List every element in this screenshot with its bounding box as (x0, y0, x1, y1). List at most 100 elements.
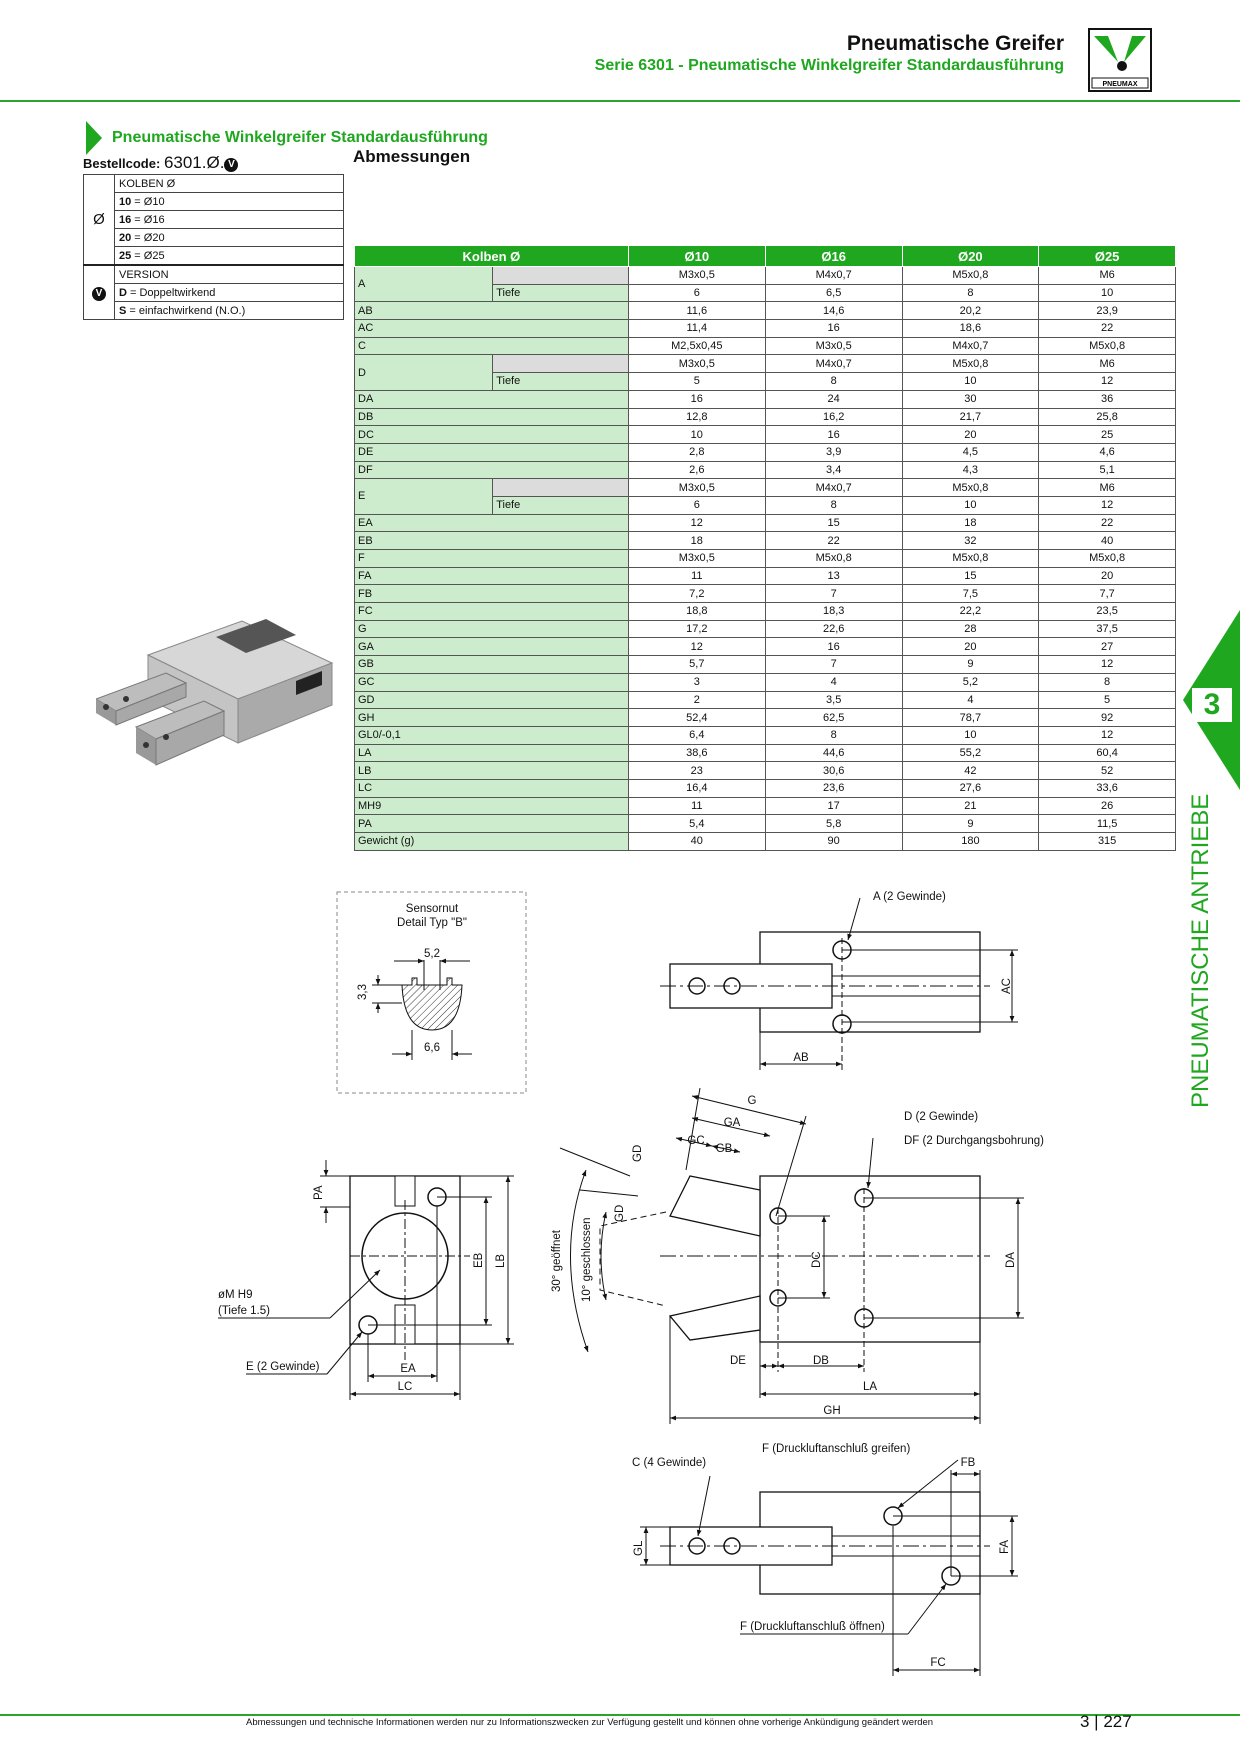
sub-label-tiefe: Tiefe (492, 495, 629, 515)
row-label: LC (354, 778, 629, 798)
row-label: GA (354, 637, 629, 657)
order-code-table: Ø KOLBEN Ø 10 = Ø10 16 = Ø16 20 = Ø20 25… (83, 174, 344, 320)
row-label: EB (354, 531, 629, 550)
dim-gd-1: GD (632, 1145, 644, 1162)
abmessungen-title: Abmessungen (353, 147, 471, 166)
sub-label-empty (492, 478, 629, 497)
dim-gl: GL (633, 1540, 645, 1556)
option-row: 20 = Ø20 (114, 228, 344, 247)
sensor-title-2: Detail Typ "B" (397, 917, 467, 929)
table-cell: 17,2 (627, 619, 766, 639)
upper-jaw (669, 1175, 761, 1237)
label-30-deg: 30° geöffnet (551, 1229, 563, 1292)
label-df-bohrung: DF (2 Durchgangsbohrung) (904, 1135, 1044, 1147)
option-row: 16 = Ø16 (114, 210, 344, 229)
dim-pa: PA (313, 1185, 325, 1200)
label-d-gewinde: D (2 Gewinde) (904, 1111, 978, 1123)
dim-gh: GH (823, 1405, 840, 1417)
sub-label-tiefe: Tiefe (492, 372, 629, 391)
dim-lc: LC (398, 1381, 413, 1393)
dim-ea: EA (400, 1363, 416, 1375)
row-label: E (353, 478, 494, 515)
table-cell: 22,2 (901, 602, 1040, 621)
row-label: GL0/-0,1 (354, 725, 629, 745)
table-cell: 12,8 (627, 407, 766, 427)
dim-eb: EB (473, 1252, 485, 1268)
row-label: MH9 (354, 796, 629, 816)
table-cell: 38,6 (627, 743, 766, 763)
table-cell: M3x0,5 (627, 478, 766, 497)
page-number: 3 | 227 (1080, 1712, 1132, 1731)
sensor-detail-box (336, 891, 527, 1094)
version-badge-icon: V (92, 287, 106, 301)
dim-ga: GA (724, 1117, 741, 1129)
order-code-label: Bestellcode: (83, 156, 161, 171)
side-view-body (759, 1175, 981, 1343)
label-10-deg: 10° geschlossen (581, 1217, 593, 1302)
dim-fc: FC (930, 1657, 945, 1669)
option-row: S = einfachwirkend (N.O.) (114, 301, 344, 320)
table-cell: 22 (1038, 319, 1176, 338)
sensor-title-1: Sensornut (406, 903, 459, 915)
col-header: Kolben Ø (354, 245, 629, 267)
dim-gc: GC (687, 1135, 704, 1147)
sub-label-empty (492, 266, 629, 285)
col-header: Ø20 (901, 245, 1040, 267)
row-label: Gewicht (g) (354, 832, 629, 851)
dim-gd-2: GD (614, 1205, 626, 1222)
table-cell: M6 (1038, 354, 1176, 374)
dim-6-6: 6,6 (424, 1042, 440, 1054)
dim-db: DB (813, 1355, 829, 1367)
option-row: D = Doppeltwirkend (114, 283, 344, 302)
dim-dc: DC (811, 1251, 823, 1268)
col-header: Ø16 (764, 245, 903, 267)
version-badge-icon: V (224, 158, 239, 172)
table-cell: 40 (627, 832, 766, 851)
sensor-slot-profile (401, 977, 463, 1031)
row-label: DF (354, 460, 629, 480)
table-cell: 18 (901, 513, 1040, 533)
header-rule (0, 100, 1240, 102)
table-cell: 32 (901, 531, 1040, 550)
dim-fa: FA (999, 1540, 1011, 1554)
label-f-greifen: F (Druckluftanschluß greifen) (762, 1443, 910, 1455)
dim-de: DE (730, 1355, 746, 1367)
row-label: A (353, 265, 494, 303)
dim-lb: LB (495, 1254, 507, 1268)
dim-ab: AB (793, 1052, 809, 1064)
footer-disclaimer: Abmessungen und technische Informationen… (246, 1717, 934, 1728)
sub-label-tiefe: Tiefe (492, 283, 629, 303)
col-header: Ø10 (627, 245, 766, 267)
col-header: Ø25 (1038, 245, 1176, 267)
row-label: EA (354, 513, 629, 533)
logo-text: PNEUMAX (1102, 81, 1137, 88)
table-cell: 21,7 (901, 407, 1040, 427)
option-row: 10 = Ø10 (114, 192, 344, 211)
row-label: LB (354, 761, 629, 780)
footer-rule (0, 1714, 1240, 1716)
row-label: GC (354, 672, 629, 692)
pneumax-logo: PNEUMAX (1088, 28, 1152, 92)
dim-da: DA (1005, 1252, 1017, 1268)
row-label: DA (354, 389, 629, 409)
dim-g: G (748, 1095, 757, 1107)
table-cell: 2,8 (627, 442, 766, 462)
label-om-h9: øM H9 (218, 1289, 253, 1301)
table-cell: 20,2 (901, 301, 1040, 321)
row-label: GB (354, 655, 629, 674)
row-label: DB (354, 407, 629, 427)
